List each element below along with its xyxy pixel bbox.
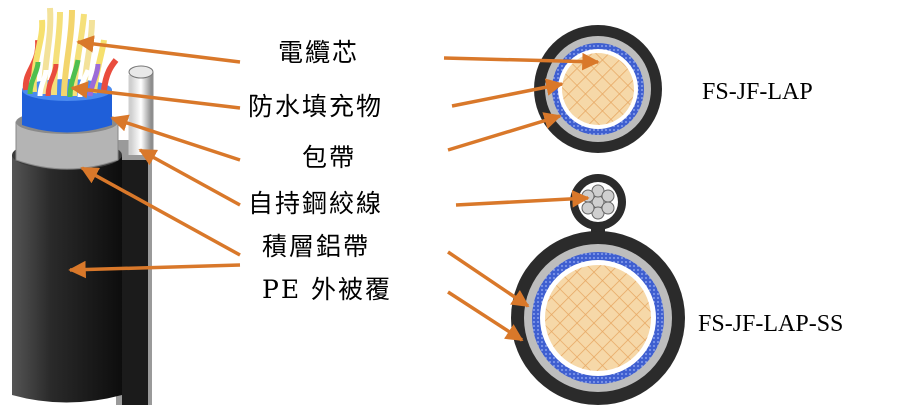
cross-section-lap — [534, 25, 662, 153]
arrow-sheath-left — [68, 260, 241, 279]
cable-illustration — [12, 7, 154, 405]
steel-wires — [581, 184, 615, 220]
label-conductor: 電纜芯 — [278, 38, 360, 67]
label-tape: 包帶 — [302, 143, 357, 172]
aluminum-tape — [15, 121, 119, 170]
arrow-laminated-left — [80, 166, 241, 257]
arrow-conductor-right — [443, 52, 600, 71]
arrow-filling-left — [70, 81, 241, 110]
model-lap-ss: FS-JF-LAP-SS — [698, 311, 844, 337]
cross-section-lap-ss — [511, 174, 685, 405]
label-filling: 防水填充物 — [248, 92, 384, 121]
arrow-messenger-left — [138, 148, 241, 207]
arrow-conductor-left — [76, 35, 241, 64]
label-messenger: 自持鋼絞線 — [248, 189, 384, 218]
arrow-tape-left — [110, 114, 241, 162]
pe-sheath — [12, 155, 122, 403]
model-lap: FS-JF-LAP — [702, 79, 813, 105]
blue-filling — [22, 90, 112, 133]
arrow-messenger-right — [455, 190, 590, 208]
arrow-filling-right — [451, 78, 564, 108]
arrow-laminated-right — [447, 250, 530, 308]
arrow-tape-right — [447, 112, 562, 152]
arrow-sheath-right — [447, 290, 524, 342]
arrows — [68, 35, 600, 342]
label-sheath: PE 外被覆 — [262, 275, 393, 304]
label-laminated-tape: 積層鋁帶 — [262, 232, 371, 261]
